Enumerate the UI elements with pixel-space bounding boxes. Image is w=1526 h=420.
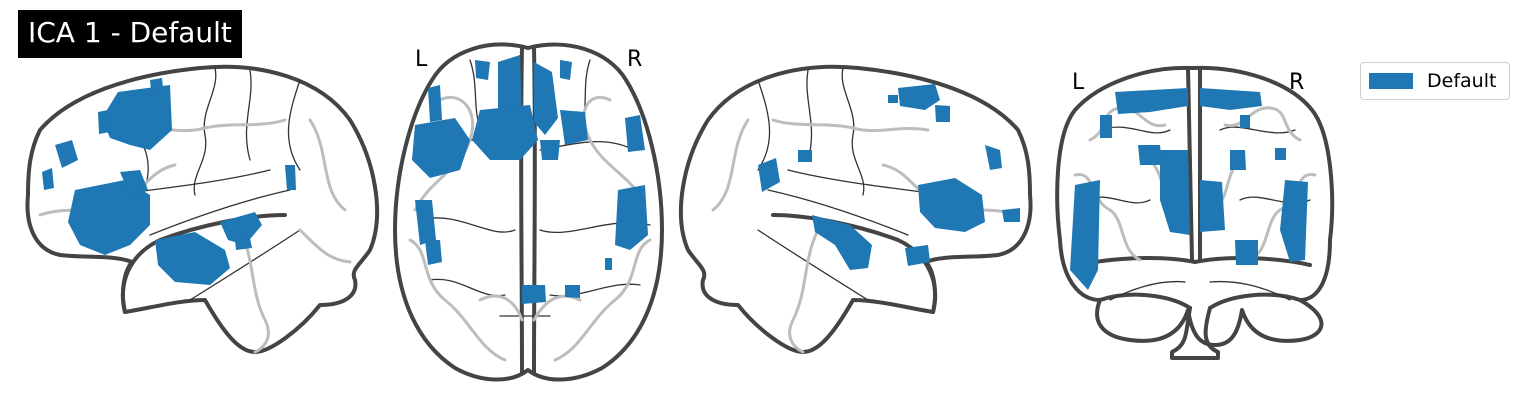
coronal-cerebellum [1078, 256, 1312, 310]
coronal-brain-outline [1055, 65, 1335, 347]
sagittal-right-view [678, 64, 1033, 354]
sagittal-view [25, 64, 380, 354]
axial-left-label: L [415, 47, 428, 72]
coronal-activation [1070, 88, 1308, 290]
sagittal-brain-outline [25, 64, 380, 354]
sagittal-right-temporal-lobe [771, 213, 938, 314]
coronal-right-label: R [1289, 70, 1304, 95]
axial-brain-outline [393, 42, 664, 382]
coronal-view: L R [1055, 65, 1335, 360]
legend: Default [1360, 62, 1510, 100]
coronal-left-label: L [1072, 70, 1085, 95]
axial-view: L R [393, 42, 664, 382]
axial-right-label: R [627, 47, 642, 72]
legend-swatch [1369, 73, 1413, 89]
sagittal-right-activation [758, 84, 1020, 270]
legend-label: Default [1427, 70, 1497, 92]
axial-midline [519, 46, 537, 374]
coronal-brainstem [1170, 306, 1220, 360]
sagittal-activation [42, 78, 296, 285]
sagittal-right-brain-outline [678, 64, 1033, 354]
figure-title: ICA 1 - Default [18, 10, 242, 58]
axial-activation [412, 55, 648, 304]
